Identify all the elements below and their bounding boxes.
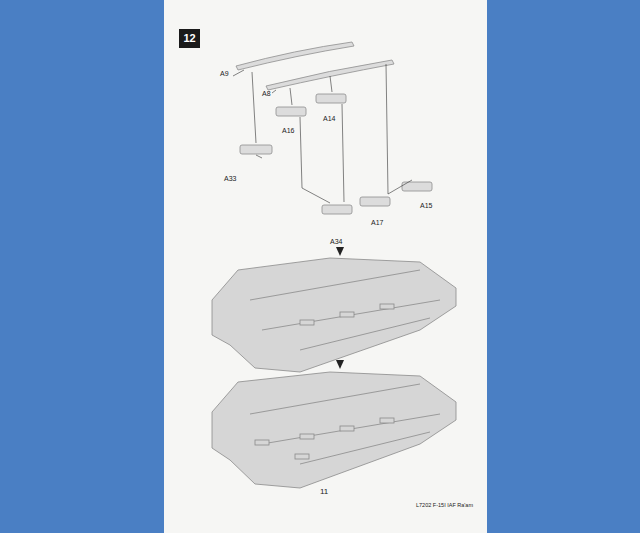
part-number: A15	[420, 202, 432, 209]
fuselage-part	[212, 372, 456, 488]
step-number: 12	[180, 31, 198, 46]
part-number: A33	[224, 175, 236, 182]
pylon-part	[360, 197, 390, 206]
step-number-box: 12	[179, 29, 200, 48]
part-number: A34	[330, 238, 342, 245]
rail-part	[266, 60, 394, 90]
pylon-part	[276, 107, 306, 116]
part-number: A17	[371, 219, 383, 226]
pylon-part	[322, 205, 352, 214]
fuselage-part	[212, 258, 456, 372]
part-number: A8	[262, 90, 271, 97]
rail-part	[236, 42, 354, 70]
page-number: 11	[320, 488, 328, 496]
part-number: A16	[282, 127, 294, 134]
paper-sheet	[164, 0, 487, 533]
kit-footer: L7202 F-15I IAF Ra'am	[416, 503, 473, 509]
pylon-part	[316, 94, 346, 103]
part-number: A9	[220, 70, 229, 77]
part-number: A14	[323, 115, 335, 122]
pylon-part	[240, 145, 272, 154]
